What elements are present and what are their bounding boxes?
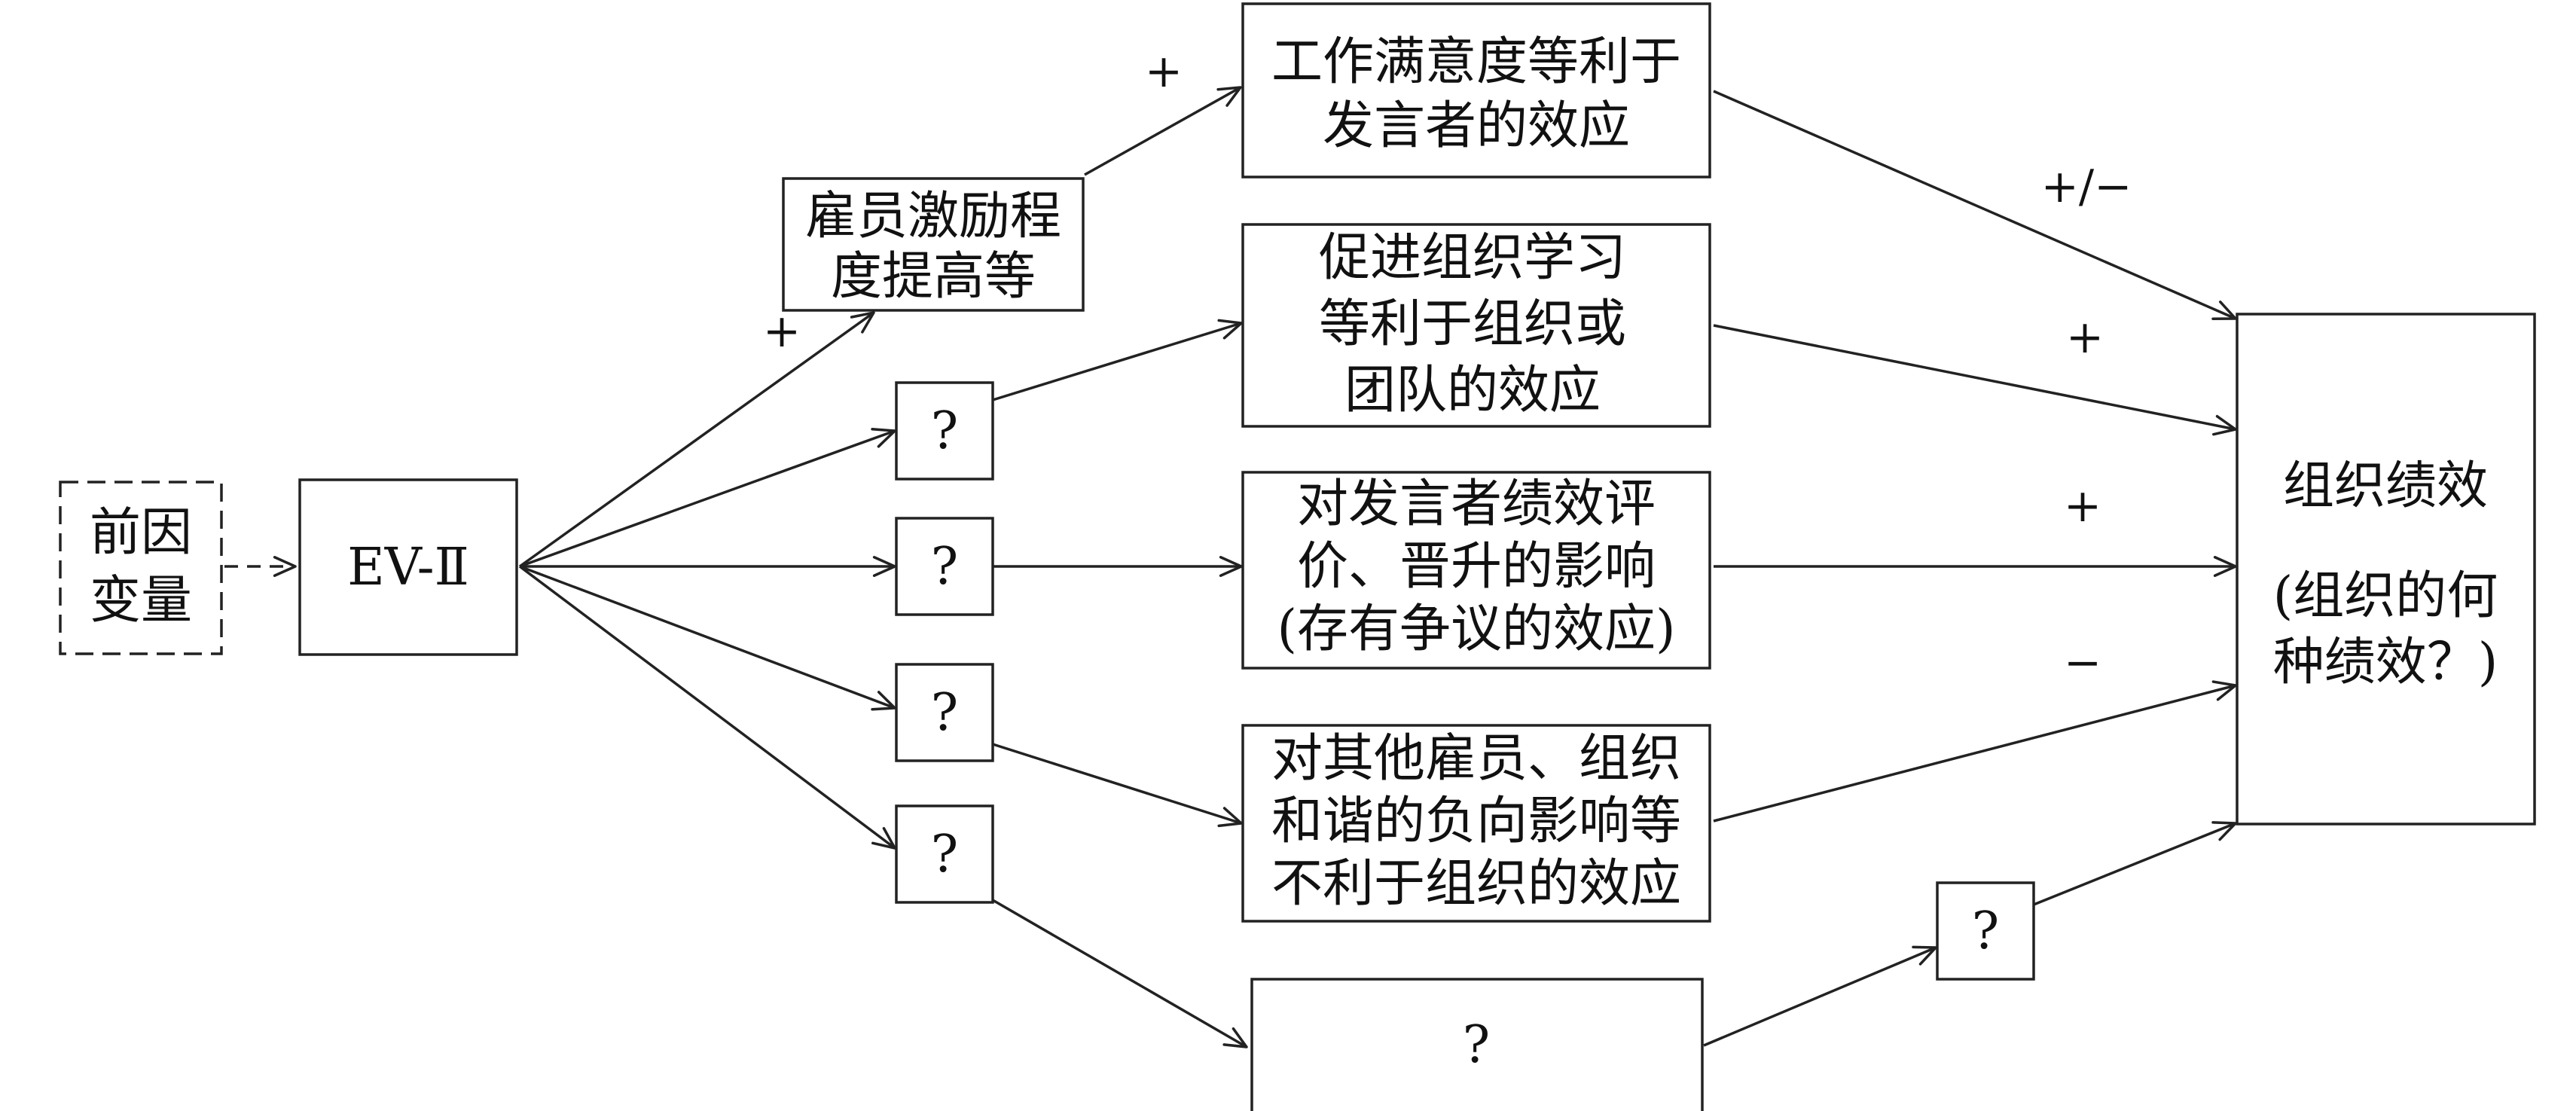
arrowhead-edge-qright-to-performance	[2211, 821, 2237, 841]
speaker-effects-node: 工作满意度等利于 发言者的效应	[1241, 2, 1711, 179]
q-right-label: ?	[1972, 902, 1999, 961]
label-evaluation-to-performance: +	[2064, 480, 2101, 533]
q-bottom-box	[1250, 978, 1704, 1111]
edge-ev2-to-q1	[519, 429, 896, 568]
motivation-line-2: 度提高等	[831, 247, 1036, 307]
q1-box	[895, 381, 994, 481]
arrowhead-edge-speaker-to-performance	[2211, 301, 2237, 321]
evaluation-box	[1241, 471, 1711, 670]
edge-qright-to-performance	[2033, 822, 2236, 906]
speaker-effects-box	[1241, 2, 1711, 179]
edge-q4-to-qbottom	[992, 899, 1247, 1048]
edges	[224, 86, 2236, 1048]
q3-node: ?	[895, 663, 994, 762]
edge-harmony-to-performance	[1713, 684, 2236, 823]
edge-q3-to-harmony	[992, 743, 1242, 825]
q1-label: ?	[931, 401, 958, 461]
edge-motivation-to-speaker	[1084, 86, 1241, 176]
ev2-box	[298, 478, 518, 656]
harmony-line-3: 不利于组织的效应	[1271, 854, 1681, 914]
edge-ev2-to-q4	[518, 565, 896, 850]
ev2-label: EV-Ⅱ	[347, 538, 469, 597]
speaker-effects-line-2: 发言者的效应	[1323, 96, 1630, 156]
motivation-line-1: 雇员激励程	[805, 187, 1061, 246]
evaluation-node: 对发言者绩效评 价、晋升的影响 (存有争议的效应)	[1241, 471, 1711, 670]
q3-label: ?	[931, 683, 958, 743]
ev2-node: EV-Ⅱ	[298, 478, 518, 656]
arrowhead-edge-q1-to-learning	[1217, 319, 1243, 340]
label-learning-to-performance: +	[2066, 311, 2104, 364]
q-bottom-label: ?	[1463, 1015, 1490, 1075]
org-learning-line-3: 团队的效应	[1344, 361, 1601, 420]
arrowhead-edge-q4-to-qbottom	[1222, 1027, 1248, 1048]
harmony-node: 对其他雇员、组织 和谐的负向影响等 不利于组织的效应	[1241, 724, 1711, 923]
label-motivation-to-speaker: +	[1145, 45, 1183, 98]
edge-qbottom-to-qright	[1703, 946, 1937, 1047]
label-harmony-to-performance: −	[2064, 636, 2101, 689]
q1-node: ?	[895, 381, 994, 481]
edge-labels: + + +/− + + −	[763, 45, 2132, 689]
performance-question-line-2: 种绩效？)	[2273, 633, 2498, 692]
arrowhead-edge-antecedent-to-ev2	[273, 556, 297, 577]
org-learning-line-2: 等利于组织或	[1319, 295, 1626, 354]
arrowhead-edge-ev2-to-q4	[871, 827, 896, 850]
q2-box	[895, 517, 994, 616]
arrowhead-edge-motivation-to-speaker	[1216, 86, 1242, 107]
arrowhead-edge-harmony-to-performance	[2211, 680, 2237, 701]
antecedent-node: 前因 变量	[59, 481, 223, 655]
edge-ev2-to-motivation	[518, 311, 875, 568]
q4-box	[895, 804, 994, 904]
evaluation-line-1: 对发言者绩效评	[1297, 475, 1656, 534]
motivation-box	[782, 177, 1085, 312]
speaker-effects-line-1: 工作满意度等利于	[1271, 32, 1681, 92]
edge-ev2-to-q3	[519, 565, 896, 710]
performance-node: 组织绩效 (组织的何 种绩效？)	[2236, 313, 2536, 826]
arrowhead-edge-learning-to-performance	[2211, 414, 2237, 436]
arrowheads	[273, 86, 2237, 1048]
antecedent-line-2: 变量	[90, 571, 192, 630]
q3-box	[895, 663, 994, 762]
arrowhead-edge-q2-to-evaluation	[1219, 556, 1243, 577]
edge-learning-to-performance	[1713, 324, 2236, 431]
edge-q1-to-learning	[992, 322, 1242, 401]
antecedent-box	[59, 481, 223, 655]
q2-node: ?	[895, 517, 994, 616]
motivation-node: 雇员激励程 度提高等	[782, 177, 1085, 312]
q4-label: ?	[931, 825, 958, 884]
arrowhead-edge-q3-to-harmony	[1217, 807, 1243, 828]
harmony-line-1: 对其他雇员、组织	[1271, 729, 1681, 789]
harmony-line-2: 和谐的负向影响等	[1271, 792, 1681, 851]
arrowhead-edge-ev2-to-q1	[871, 428, 896, 448]
arrowhead-edge-qbottom-to-qright	[1912, 945, 1937, 966]
performance-title: 组织绩效	[2283, 456, 2488, 516]
performance-question-line-1: (组织的何	[2273, 566, 2498, 626]
evaluation-line-2: 价、晋升的影响	[1297, 537, 1656, 597]
arrowhead-edge-ev2-to-motivation	[850, 311, 875, 334]
harmony-box	[1241, 724, 1711, 923]
q2-label: ?	[931, 537, 958, 597]
org-learning-box	[1241, 223, 1711, 428]
arrowhead-edge-ev2-to-q2	[872, 556, 896, 577]
label-speaker-to-performance: +/−	[2041, 160, 2132, 213]
arrowhead-edge-evaluation-to-performance	[2213, 556, 2237, 577]
q-right-box	[1936, 881, 2035, 981]
label-ev2-to-motivation: +	[763, 305, 801, 358]
q4-node: ?	[895, 804, 994, 904]
antecedent-line-1: 前因	[90, 503, 192, 563]
org-learning-node: 促进组织学习 等利于组织或 团队的效应	[1241, 223, 1711, 428]
q-right-node: ?	[1936, 881, 2035, 981]
edge-speaker-to-performance	[1713, 90, 2236, 320]
performance-box	[2236, 313, 2536, 826]
q-bottom-node: ?	[1250, 978, 1704, 1111]
evaluation-line-3: (存有争议的效应)	[1277, 600, 1675, 659]
arrowhead-edge-ev2-to-q3	[871, 691, 896, 711]
org-learning-line-1: 促进组织学习	[1319, 228, 1626, 288]
